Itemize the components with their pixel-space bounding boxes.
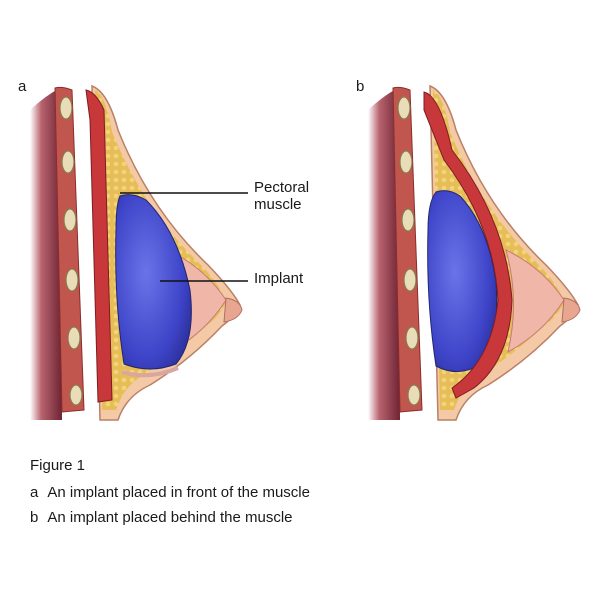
chest-wall-a [30,88,62,420]
pectoral-muscle-a [85,89,113,403]
pectoral-muscle-b [423,91,513,399]
caption-item-b: b An implant placed behind the muscle [30,509,293,526]
caption-text-a: An implant placed in front of the muscle [47,484,310,501]
figure-title: Figure 1 [30,457,86,474]
caption-letter-b: b [30,509,39,526]
nipple-b [561,297,581,323]
caption-text-b: An implant placed behind the muscle [47,509,293,526]
gland-tissue-b [505,249,565,353]
chest-wall-b [368,88,400,420]
caption-letter-a: a [30,484,39,501]
panel-letter-a: a [18,78,27,95]
rib-bones-a [59,96,83,406]
panel-letter-b: b [356,78,365,95]
nipple-a [223,297,243,323]
panel-b-illustration [368,84,581,421]
implant-label: Implant [254,270,304,287]
pectoral-muscle-label: Pectoral muscle [254,179,310,213]
rib-bones-b [397,96,421,406]
implant-a [115,194,192,370]
capsule-edge-a [121,366,179,378]
caption-item-a: a An implant placed in front of the musc… [30,484,310,501]
panel-a-illustration [30,84,243,421]
